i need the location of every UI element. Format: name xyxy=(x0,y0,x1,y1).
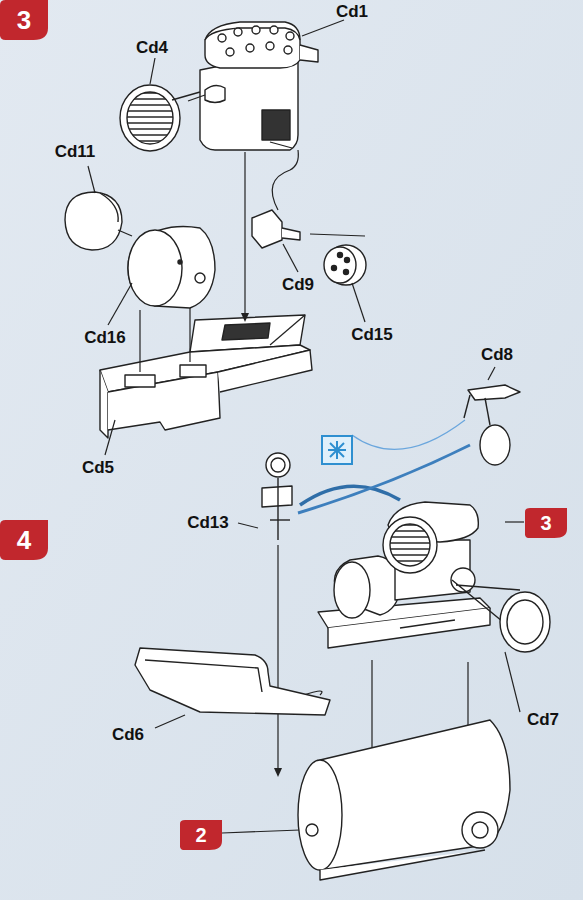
badge-number: 3 xyxy=(0,0,48,40)
badge-number: 4 xyxy=(0,520,48,560)
step-number: 4 xyxy=(0,520,48,560)
callout-number: 3 xyxy=(525,508,567,538)
part-label: Cd9 xyxy=(282,275,314,295)
badge-number: 3 xyxy=(525,508,567,538)
badge-number: 2 xyxy=(180,820,222,850)
part-label: Cd1 xyxy=(336,2,368,22)
part-label: Cd11 xyxy=(55,142,96,162)
part-label: Cd6 xyxy=(112,725,144,745)
part-label: Cd8 xyxy=(481,345,513,365)
part-label: Cd13 xyxy=(187,513,229,533)
part-label: Cd16 xyxy=(84,328,126,348)
part-label: Cd7 xyxy=(527,710,559,730)
callout-number: 2 xyxy=(180,820,222,850)
part-label: Cd15 xyxy=(351,325,393,345)
part-label: Cd4 xyxy=(136,38,168,58)
part-label: Cd5 xyxy=(82,458,114,478)
step-number: 3 xyxy=(0,0,48,40)
